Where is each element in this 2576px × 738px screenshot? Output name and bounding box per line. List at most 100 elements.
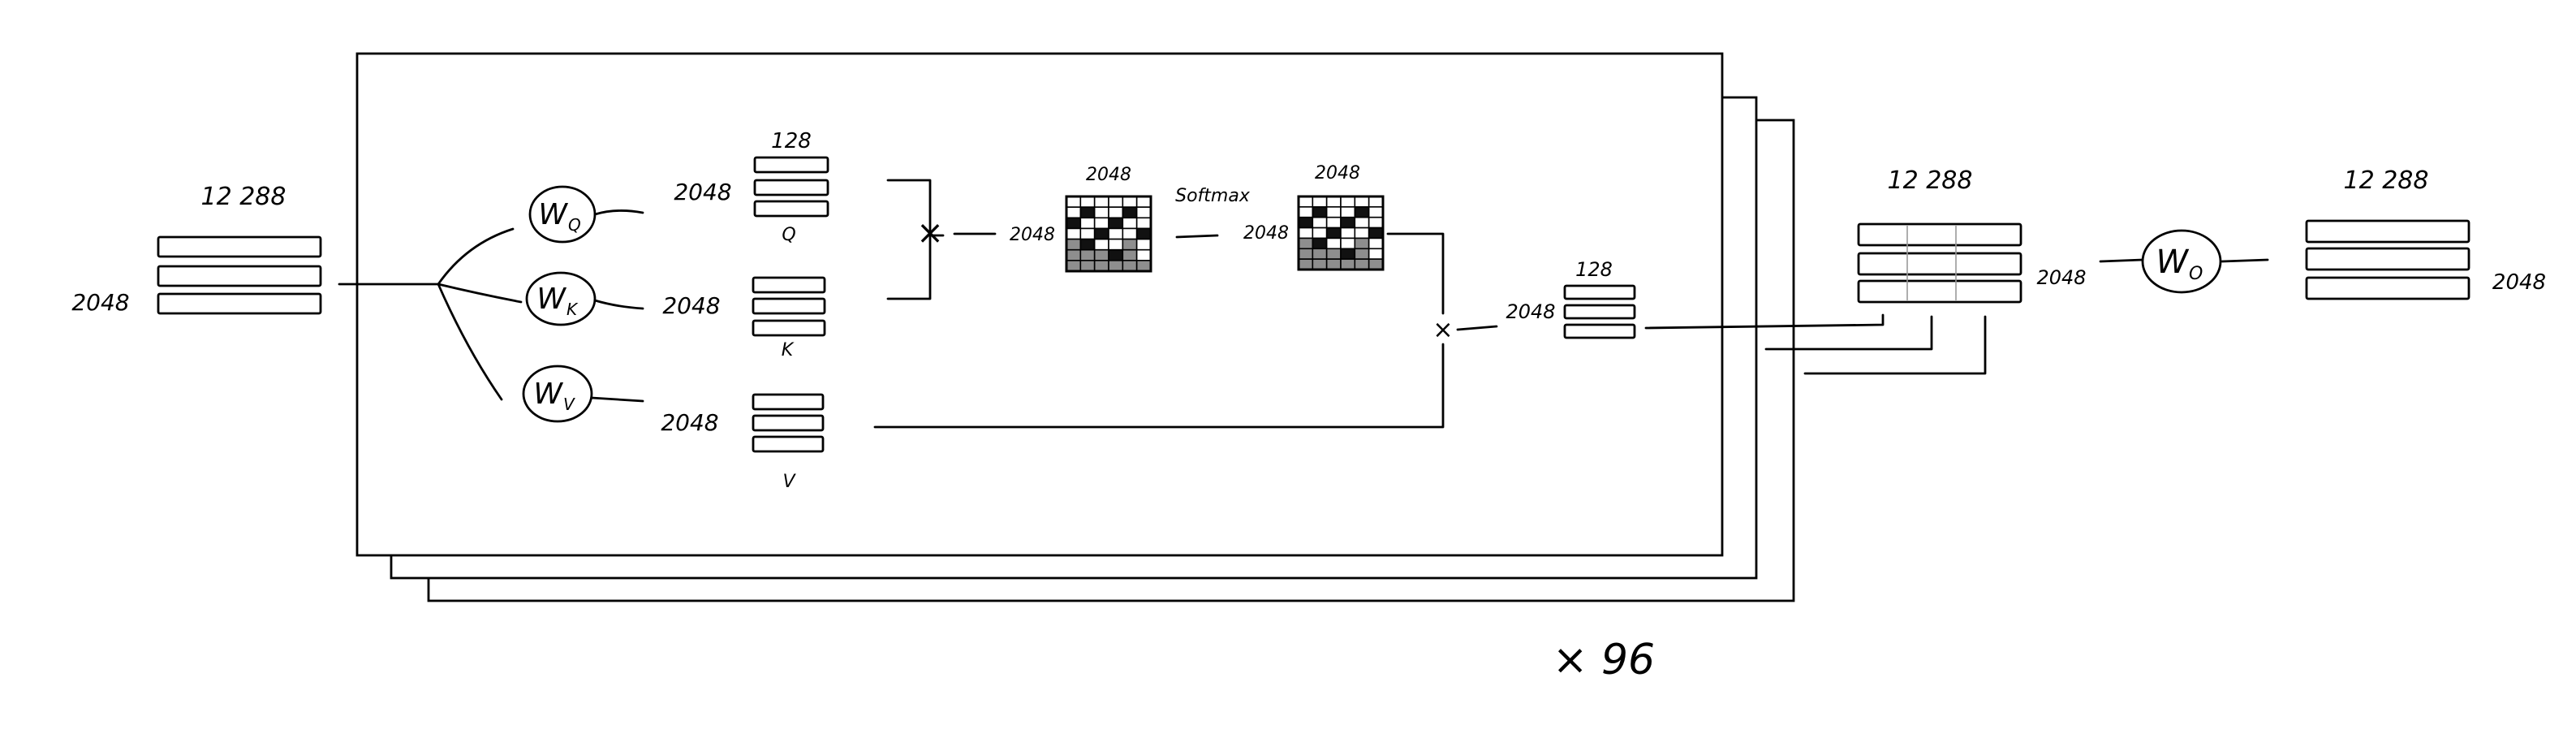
attention-cell (1093, 227, 1109, 240)
attention-cell (1368, 258, 1384, 270)
softmax-rows-label: 2048 (1243, 223, 1289, 244)
wq-weight: W Q (528, 185, 597, 244)
svg-text:W: W (533, 378, 563, 411)
output-matrix (2305, 219, 2470, 300)
attention-cell (1312, 206, 1328, 218)
v-to-mult2-line (873, 343, 1445, 429)
attention-cell (1325, 196, 1342, 208)
heads-count-label: × 96 (1553, 636, 1655, 684)
attention-cell (1354, 227, 1370, 240)
attention-cell (1093, 217, 1109, 230)
attention-cell (1079, 260, 1096, 272)
head-out-rows-label: 2048 (1506, 300, 1555, 323)
wk-out-line (593, 299, 644, 310)
svg-text:O: O (2189, 264, 2203, 284)
attention-cell (1135, 196, 1152, 208)
attention-cell (1325, 227, 1342, 240)
attention-cell (1312, 237, 1328, 250)
attention-cell (1135, 206, 1152, 219)
attention-cell (1066, 260, 1082, 272)
attention-cell (1135, 260, 1152, 272)
svg-text:Q: Q (568, 215, 581, 235)
attention-cell (1312, 227, 1328, 240)
attention-cell (1093, 260, 1109, 272)
attention-cell (1298, 206, 1314, 218)
wv-weight: W V (522, 365, 593, 423)
input-rows-label: 2048 (71, 289, 129, 316)
wk-weight: W K (525, 271, 597, 326)
attention-cell (1079, 217, 1096, 230)
output-rows-label: 2048 (2492, 270, 2546, 295)
softmax-label: Softmax (1175, 186, 1251, 206)
input-branch-lines (338, 227, 523, 401)
attention-cell (1122, 196, 1138, 208)
attention-cell (1122, 206, 1138, 219)
attention-cell (1108, 248, 1124, 261)
attention-cell (1122, 260, 1138, 272)
attention-cell (1066, 248, 1082, 261)
attention-cell (1135, 238, 1152, 251)
attention-cell (1079, 238, 1096, 251)
wo-out-line (2221, 258, 2269, 263)
softmax-width-label: 2048 (1315, 163, 1360, 183)
head-out-width-label: 128 (1575, 258, 1613, 281)
attention-cell (1312, 216, 1328, 229)
concat-width-label: 12 288 (1888, 166, 1973, 195)
concat-matrix (1857, 222, 2022, 304)
attention-cell (1368, 216, 1384, 229)
attention-cell (1312, 258, 1328, 270)
attention-cell (1298, 258, 1314, 270)
v-name-label: V (782, 472, 796, 492)
attention-cell (1354, 196, 1370, 208)
attention-cell (1368, 248, 1384, 260)
k-rows-label: 2048 (662, 292, 720, 319)
attention-cell (1066, 206, 1082, 219)
attention-cell (1368, 237, 1384, 250)
attention-grid-frame (1297, 195, 1385, 271)
input-matrix (157, 235, 322, 315)
attention-cell (1079, 227, 1096, 240)
attention-cell (1340, 258, 1356, 270)
attention-cell (1325, 258, 1342, 270)
scores-width-label: 2048 (1086, 165, 1131, 185)
attention-cell (1312, 248, 1328, 260)
svg-text:K: K (566, 300, 579, 319)
svg-text:W: W (538, 198, 568, 231)
attention-cell (1108, 260, 1124, 272)
attention-cell (1135, 227, 1152, 240)
attention-cell (1340, 227, 1356, 240)
v-matrix (752, 393, 825, 453)
attention-cell (1340, 248, 1356, 260)
attention-cell (1122, 248, 1138, 261)
attention-cell (1108, 217, 1124, 230)
attention-cell (1066, 196, 1082, 208)
attention-cell (1368, 206, 1384, 218)
attention-cell (1093, 238, 1109, 251)
attention-cell (1340, 237, 1356, 250)
attention-cell (1066, 217, 1082, 230)
attention-cell (1122, 227, 1138, 240)
attention-cell (1354, 206, 1370, 218)
attention-cell (1340, 206, 1356, 218)
attention-cell (1135, 217, 1152, 230)
attention-cell (1325, 237, 1342, 250)
concat-connectors (1644, 313, 1987, 375)
attention-cell (1368, 196, 1384, 208)
attention-cell (1325, 248, 1342, 260)
k-name-label: K (782, 340, 795, 360)
head-output-matrix (1563, 284, 1636, 339)
attention-cell (1135, 248, 1152, 261)
output-width-label: 12 288 (2344, 166, 2429, 195)
attention-cell (1093, 196, 1109, 208)
attention-cell (1122, 238, 1138, 251)
attention-cell (1298, 237, 1314, 250)
scores-rows-label: 2048 (1010, 225, 1055, 245)
attention-cell (1108, 238, 1124, 251)
svg-text:W: W (2156, 244, 2189, 281)
attention-cell (1108, 227, 1124, 240)
attention-cell (1093, 206, 1109, 219)
attention-cell (1066, 227, 1082, 240)
attention-cell (1108, 206, 1124, 219)
concat-to-wo-line (2099, 258, 2144, 263)
attention-cell (1368, 227, 1384, 240)
